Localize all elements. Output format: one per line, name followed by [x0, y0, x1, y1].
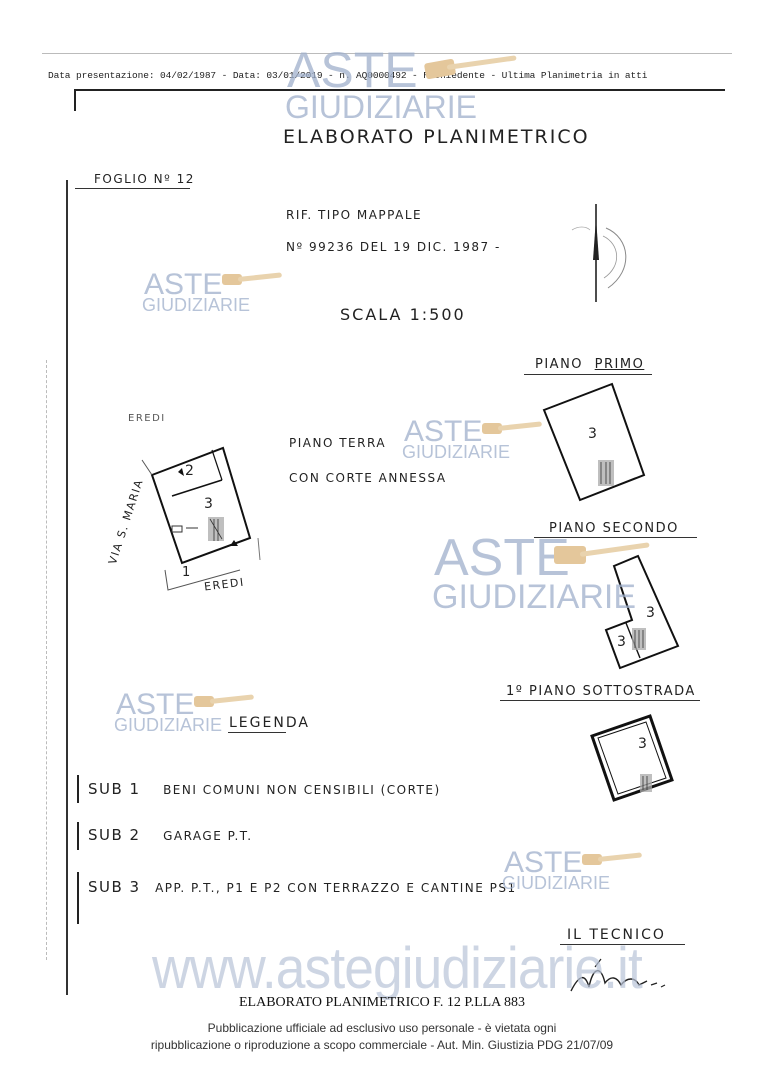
eredi-top-label: EREDI	[128, 413, 166, 424]
watermark-giudiziarie-text: GIUDIZIARIE	[402, 442, 511, 462]
legend-item-sub1: SUB 1 BENI COMUNI NON CENSIBILI (CORTE)	[88, 780, 441, 799]
watermark-aste-text: ASTE	[116, 688, 195, 721]
first-floor-plan	[542, 382, 646, 502]
piano-secondo-underline	[534, 537, 697, 538]
foglio-label: FOGLIO Nº 12	[94, 172, 195, 186]
piano-primo-heading: PIANO PRIMO	[535, 357, 644, 372]
frame-left-line	[74, 89, 76, 111]
header-line: Data presentazione: 04/02/1987 - Data: 0…	[48, 70, 648, 81]
footer-notice-line2: ripubblicazione o riproduzione a scopo c…	[150, 1038, 614, 1052]
watermark-aste-text: ASTE	[287, 42, 418, 98]
sub-3-label-sottostrada: 3	[638, 736, 649, 752]
watermark-logo-large: ASTE GIUDIZIARIE	[432, 532, 652, 622]
page-title: ELABORATO PLANIMETRICO	[283, 126, 590, 148]
sub-3-label-ground: 3	[204, 496, 215, 512]
legend-text: BENI COMUNI NON CENSIBILI (CORTE)	[163, 783, 441, 797]
top-edge-line	[42, 53, 732, 54]
frame-top-line	[74, 89, 725, 91]
legend-text: GARAGE P.T.	[163, 829, 253, 843]
watermark-logo-top: ASTE GIUDIZIARIE	[285, 42, 517, 135]
watermark-giudiziarie-text: GIUDIZIARIE	[502, 873, 611, 893]
piano-sottostrada-label: 1º PIANO SOTTOSTRADA	[506, 684, 696, 699]
sub-1-label: 1	[182, 565, 192, 580]
second-floor-plan	[604, 554, 680, 670]
watermark-logo-right: ASTE GIUDIZIARIE	[502, 846, 643, 898]
tecnico-label: IL TECNICO	[567, 927, 666, 943]
footer-caption: ELABORATO PLANIMETRICO F. 12 P.LLA 883	[238, 995, 526, 1010]
rif-tipo-line2: Nº 99236 DEL 19 DIC. 1987 -	[286, 240, 501, 254]
watermark-aste-text: ASTE	[434, 529, 570, 587]
legend-code: SUB 1	[88, 780, 141, 798]
foglio-underline	[75, 188, 190, 189]
watermark-logo-middle: ASTE GIUDIZIARIE	[402, 415, 543, 467]
tecnico-underline	[560, 944, 685, 945]
sub-3-label-secondo-b: 3	[617, 634, 628, 650]
watermark-giudiziarie-text: GIUDIZIARIE	[114, 715, 223, 735]
piano-primo-label: PIANO	[535, 357, 584, 372]
watermark-logo-legend: ASTE GIUDIZIARIE	[114, 688, 255, 740]
sub-3-label-secondo-a: 3	[646, 605, 657, 621]
watermark-aste-text: ASTE	[504, 846, 583, 879]
piano-primo-underline	[524, 374, 652, 375]
footer-notice-line1: Pubblicazione ufficiale ad esclusivo uso…	[207, 1021, 557, 1035]
legend-bar-sub1	[77, 775, 79, 803]
piano-terra-label: PIANO TERRA	[289, 436, 387, 450]
basement-plan	[590, 714, 674, 802]
legenda-title: LEGENDA	[229, 715, 310, 731]
watermark-aste-text: ASTE	[404, 415, 483, 448]
legend-code: SUB 2	[88, 826, 141, 844]
ground-floor-plan	[141, 446, 261, 591]
piano-sottostrada-underline	[500, 700, 700, 701]
watermark-aste-text: ASTE	[144, 268, 223, 301]
piano-primo-word: PRIMO	[594, 357, 645, 372]
frame-left-border	[66, 180, 68, 995]
legenda-underline	[228, 732, 286, 733]
left-binding-dashes	[46, 360, 49, 960]
watermark-website: www.astegiudiziarie.it	[152, 936, 643, 1001]
signature-icon	[570, 958, 666, 992]
watermark-giudiziarie-text: GIUDIZIARIE	[432, 578, 637, 616]
piano-secondo-label: PIANO SECONDO	[549, 521, 679, 536]
north-arrow-icon	[571, 204, 627, 302]
rif-tipo-line1: RIF. TIPO MAPPALE	[286, 208, 423, 222]
watermark-giudiziarie-text: GIUDIZIARIE	[142, 295, 251, 315]
sub-2-label: 2	[185, 463, 196, 479]
legend-bar-sub2	[77, 822, 79, 850]
scale-label: SCALA 1:500	[340, 305, 466, 324]
legend-item-sub3: SUB 3 APP. P.T., P1 E P2 CON TERRAZZO E …	[88, 878, 517, 897]
legend-bar-sub3	[77, 872, 79, 924]
corte-annessa-label: CON CORTE ANNESSA	[289, 471, 447, 485]
legend-item-sub2: SUB 2 GARAGE P.T.	[88, 826, 253, 845]
watermark-giudiziarie-text: GIUDIZIARIE	[285, 89, 478, 125]
legend-code: SUB 3	[88, 878, 141, 896]
watermark-logo-left: ASTE GIUDIZIARIE	[142, 268, 283, 320]
sub-3-label-primo: 3	[588, 426, 599, 442]
legend-text: APP. P.T., P1 E P2 CON TERRAZZO E CANTIN…	[155, 881, 517, 895]
